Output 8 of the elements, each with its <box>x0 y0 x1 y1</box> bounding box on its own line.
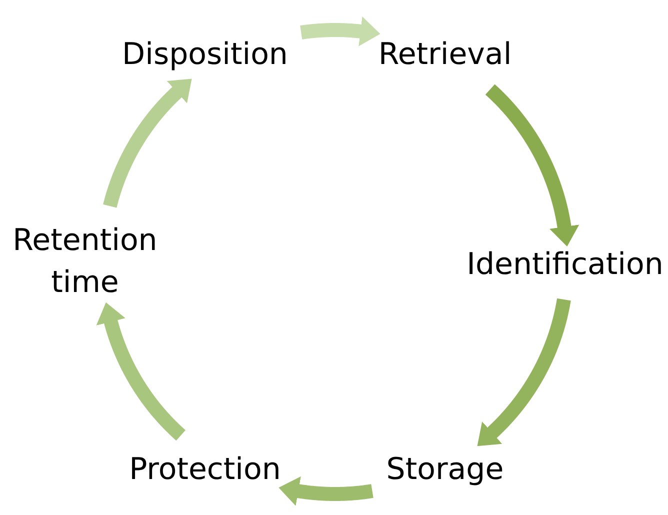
curved-arrow <box>483 82 580 247</box>
node-text: Protection <box>129 452 281 487</box>
node-text: Disposition <box>122 37 288 72</box>
node-text: Retrieval <box>378 37 512 72</box>
curved-arrow <box>96 302 188 442</box>
node-text: Retention time <box>12 223 158 300</box>
node-text: Storage <box>386 452 504 487</box>
node-text: Identification <box>466 247 664 282</box>
